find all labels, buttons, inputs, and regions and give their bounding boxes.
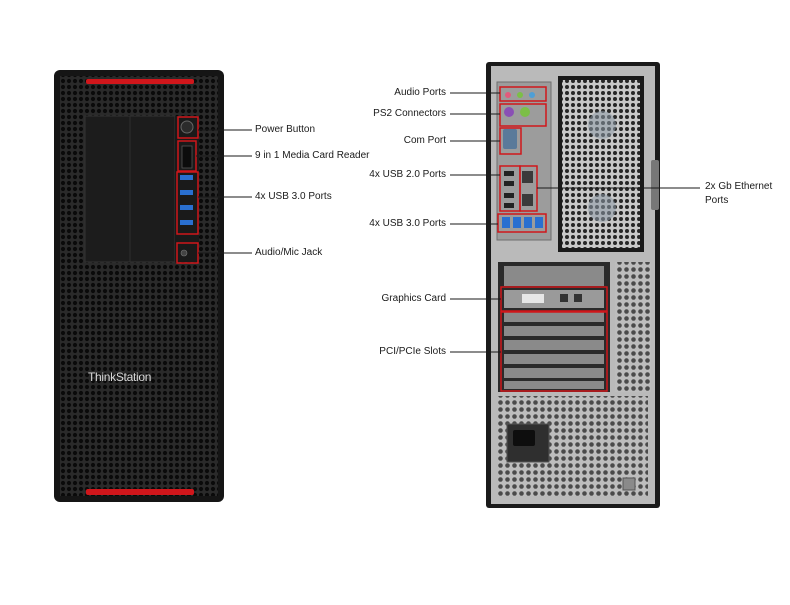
rear-view — [450, 62, 700, 508]
front-usb-port-3[interactable] — [180, 205, 193, 210]
graphics-card-bracket — [504, 290, 604, 308]
front-audio-jack[interactable] — [180, 249, 188, 257]
security-lock-slot[interactable] — [622, 477, 636, 491]
front-top-accent — [86, 79, 194, 84]
front-leader-lines — [196, 129, 252, 254]
audio-port-green[interactable] — [517, 92, 523, 98]
ps2-keyboard-port[interactable] — [504, 107, 514, 117]
gpu-dp-port-1[interactable] — [560, 294, 568, 302]
com-port[interactable] — [503, 129, 517, 149]
ethernet-port-2[interactable] — [522, 194, 533, 206]
front-usb-port-2[interactable] — [180, 190, 193, 195]
com-port-label: Com Port — [403, 135, 446, 146]
rear-usb3-port-1[interactable] — [502, 217, 510, 228]
io-shield — [496, 81, 552, 241]
power-button-label: Power Button — [255, 124, 316, 135]
audio-ports-label: Audio Ports — [394, 87, 446, 98]
front-brand-logo: ThinkStation — [88, 370, 151, 384]
front-usb3-label: 4x USB 3.0 Ports — [255, 191, 332, 202]
rear-usb3-port-3[interactable] — [524, 217, 532, 228]
rear-usb2-port-2[interactable] — [504, 181, 514, 186]
rear-usb2-port-3[interactable] — [504, 193, 514, 198]
slot-covers — [504, 266, 604, 389]
front-view: ThinkStation — [54, 70, 252, 502]
rear-usb3-port-2[interactable] — [513, 217, 521, 228]
ethernet-label-line1: 2x Gb Ethernet — [705, 181, 773, 192]
rear-usb2-port-4[interactable] — [504, 203, 514, 208]
rear-fan-grille — [562, 80, 640, 248]
power-button-icon[interactable] — [180, 120, 194, 134]
audio-mic-label: Audio/Mic Jack — [255, 247, 323, 258]
ethernet-label-line2: Ports — [705, 195, 729, 206]
front-usb-port-4[interactable] — [180, 220, 193, 225]
audio-port-blue[interactable] — [529, 92, 535, 98]
rear-usb3-label: 4x USB 3.0 Ports — [369, 218, 446, 229]
rear-callouts — [497, 86, 608, 392]
card-reader-label: 9 in 1 Media Card Reader — [255, 150, 370, 161]
rear-usb2-label: 4x USB 2.0 Ports — [369, 169, 446, 180]
audio-port-pink[interactable] — [505, 92, 511, 98]
pci-slots-label: PCI/PCIe Slots — [379, 346, 446, 357]
rear-usb2-port-1[interactable] — [504, 171, 514, 176]
power-inlet[interactable] — [513, 430, 535, 446]
gpu-dp-port-2[interactable] — [574, 294, 582, 302]
ps2-mouse-port[interactable] — [520, 107, 530, 117]
rear-usb3-port-4[interactable] — [535, 217, 543, 228]
front-bottom-accent — [86, 489, 194, 495]
front-usb-port-1[interactable] — [180, 175, 193, 180]
side-vent — [615, 262, 651, 392]
ethernet-port-1[interactable] — [522, 171, 533, 183]
rear-leader-lines — [450, 92, 700, 353]
gpu-dvi-port[interactable] — [522, 294, 544, 303]
ps2-label: PS2 Connectors — [373, 108, 446, 119]
card-reader-slot[interactable] — [181, 145, 193, 169]
graphics-card-label: Graphics Card — [381, 293, 446, 304]
